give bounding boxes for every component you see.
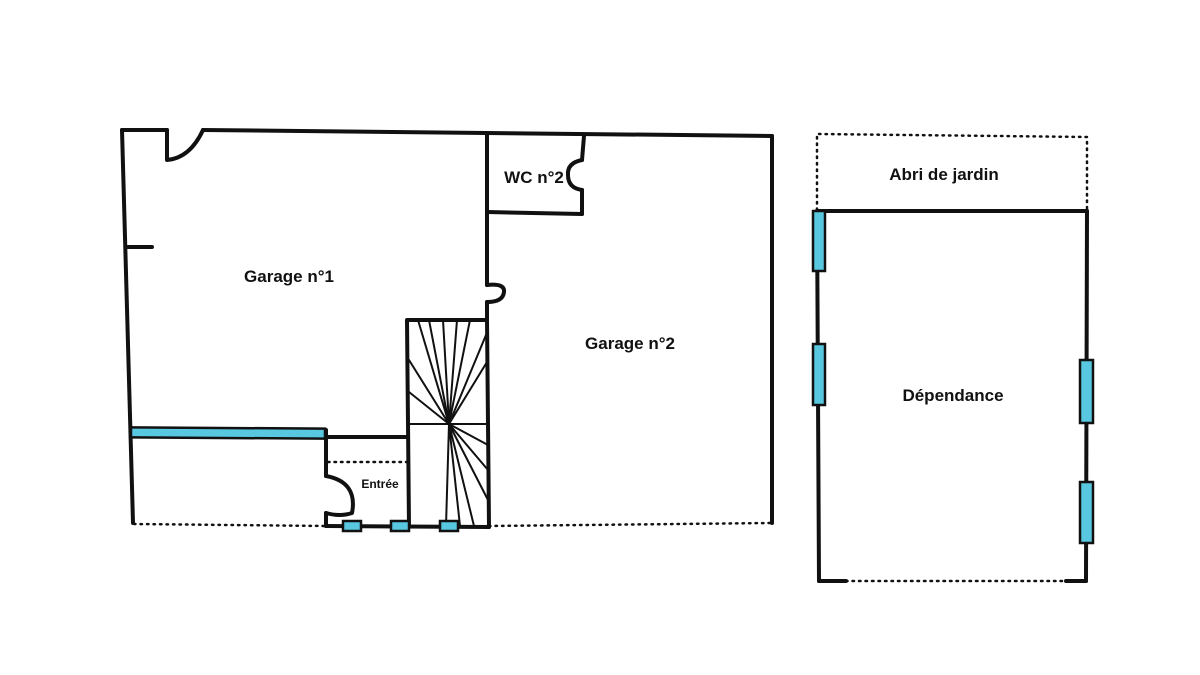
dependance-left-window-2 [811, 342, 827, 407]
dependance-right-window-2 [1078, 480, 1095, 545]
staircase [405, 318, 491, 529]
wc2-right-wall-top [580, 134, 586, 162]
dependance-left-window-1 [811, 209, 827, 273]
garage2-open-bottom [487, 521, 774, 528]
dependance-label: Dépendance [902, 386, 1004, 405]
dependance-right-window-1 [1078, 358, 1095, 425]
stair-outline [405, 318, 491, 529]
wc2-bottom-wall [485, 210, 584, 216]
entree-window-1 [341, 519, 363, 533]
wc2-door-swing [565, 158, 584, 192]
entree-door-swing [324, 474, 355, 517]
stair-treads [408, 319, 489, 527]
entree-label: Entrée [361, 477, 399, 491]
garage1-left-wall [120, 128, 135, 525]
garage1-open-bottom [132, 522, 328, 528]
wc2-label: WC n°2 [504, 168, 564, 187]
garage1-door-swing [165, 128, 205, 162]
garage1-label: Garage n°1 [244, 267, 334, 286]
main-building [120, 128, 774, 533]
garage2-label: Garage n°2 [585, 334, 675, 353]
entree-window-2 [389, 519, 411, 533]
partition-door-swing [485, 282, 507, 304]
stair-window [438, 519, 460, 533]
garage1-window-bar [129, 426, 327, 440]
abri-dotted-outline [815, 132, 1089, 212]
outbuilding [811, 132, 1095, 583]
abri-label: Abri de jardin [889, 165, 999, 184]
